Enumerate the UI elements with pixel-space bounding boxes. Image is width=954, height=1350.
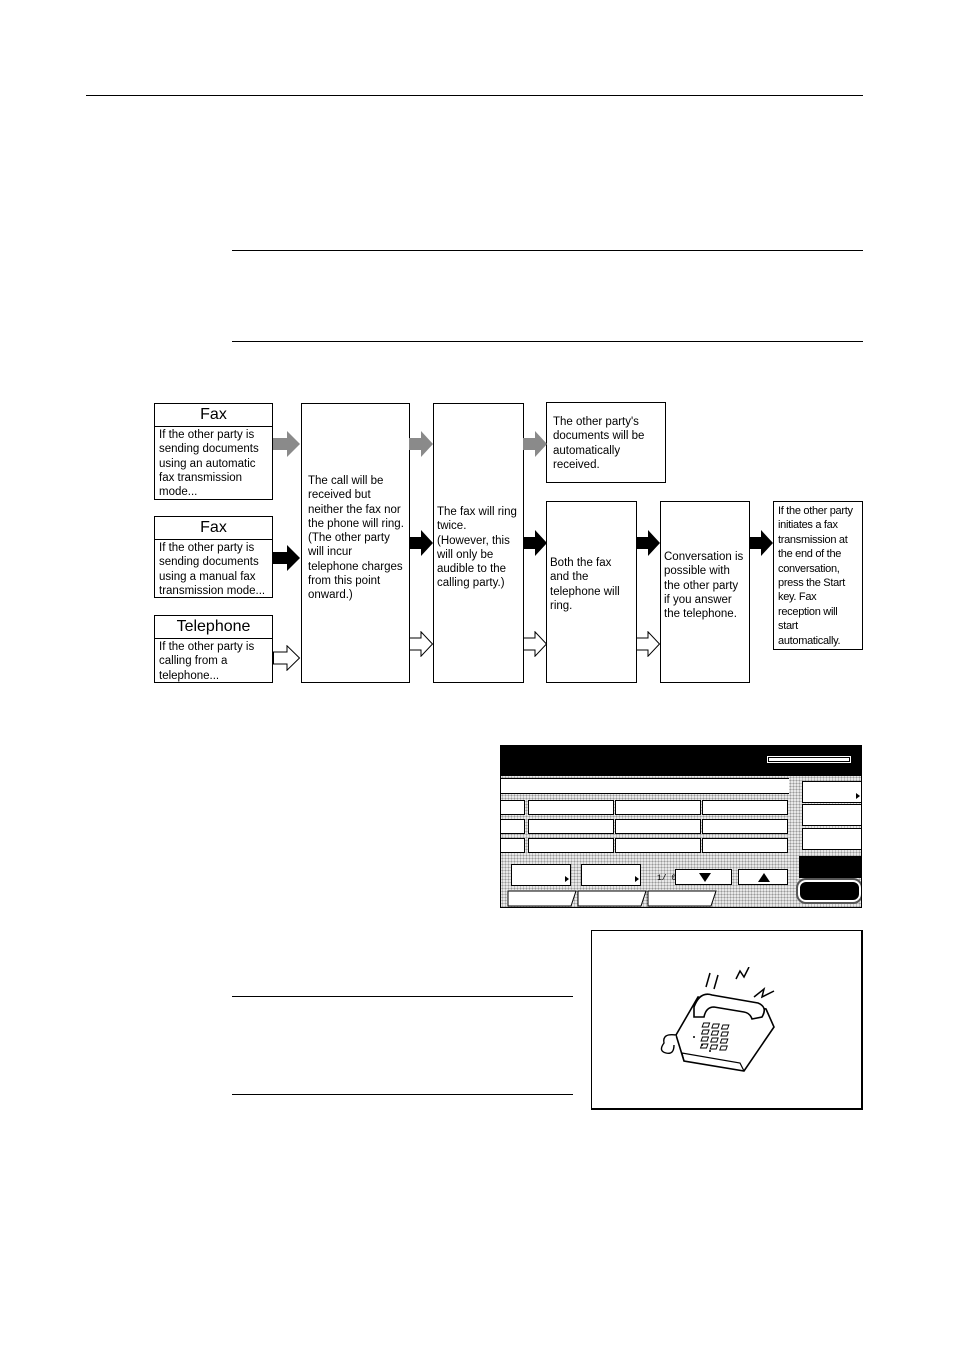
address-key[interactable] [528, 838, 614, 853]
address-key[interactable] [702, 819, 788, 834]
side-key-3[interactable] [802, 828, 862, 850]
address-key[interactable] [528, 819, 614, 834]
telephone-illustration [591, 930, 863, 1110]
step-text: Conversation is possible with the other … [664, 550, 745, 621]
address-key[interactable] [528, 800, 614, 815]
side-key-2[interactable] [802, 804, 862, 826]
arrow-manual-4 [636, 530, 664, 556]
page-up-button[interactable] [738, 869, 788, 885]
address-key[interactable] [702, 838, 788, 853]
source-title: Telephone [155, 616, 272, 639]
source-text: If the other party is sending documents … [159, 428, 270, 499]
tab-1[interactable] [507, 890, 577, 907]
up-triangle-icon [758, 873, 770, 883]
address-key[interactable] [500, 800, 525, 815]
on-hook-key[interactable] [798, 880, 861, 902]
step-box-both-ring: Both the fax and the telephone will ring… [546, 501, 637, 683]
note2-rule-bottom [232, 1094, 573, 1095]
step-text: The fax will ring twice. (However, this … [437, 505, 519, 591]
arrow-automatic-1 [273, 431, 301, 457]
address-key[interactable] [615, 800, 701, 815]
step-box-conversation: Conversation is possible with the other … [660, 501, 750, 683]
side-key-4[interactable] [799, 856, 861, 878]
step-box-fax-rings-twice: The fax will ring twice. (However, this … [433, 403, 524, 683]
arrow-manual-3 [523, 530, 551, 556]
source-text: If the other party is sending documents … [159, 541, 270, 598]
note2-rule-top [232, 996, 573, 997]
side-key-1[interactable] [802, 781, 862, 803]
step-text: The other party's documents will be auto… [553, 415, 661, 472]
down-triangle-icon [699, 873, 711, 883]
arrow-automatic-2 [409, 431, 437, 457]
panel-title-bar [501, 746, 862, 776]
step-box-call-received: The call will be received but neither th… [301, 403, 410, 683]
note-rule-bottom [232, 341, 863, 342]
step-text: The call will be received but neither th… [308, 474, 405, 603]
address-key[interactable] [615, 838, 701, 853]
arrow-automatic-3 [523, 431, 551, 457]
arrow-telephone-1 [273, 645, 301, 671]
arrow-manual-1 [273, 545, 301, 571]
page-down-button[interactable] [675, 869, 732, 885]
source-text: If the other party is calling from a tel… [159, 640, 270, 683]
bottom-key-1[interactable] [511, 864, 571, 886]
source-box-fax-manual: Fax If the other party is sending docume… [154, 516, 273, 598]
arrow-telephone-2 [409, 631, 437, 657]
ringing-telephone-icon [654, 967, 804, 1077]
arrow-telephone-3 [523, 631, 551, 657]
step-box-press-start: If the other party initiates a fax trans… [773, 501, 863, 650]
note-rule-top [232, 250, 863, 251]
panel-title-field [767, 756, 851, 763]
source-title: Fax [155, 517, 272, 540]
address-key[interactable] [500, 819, 525, 834]
arrow-manual-5 [749, 530, 777, 556]
arrow-manual-2 [409, 530, 437, 556]
bottom-key-2[interactable] [581, 864, 641, 886]
step-text: If the other party initiates a fax trans… [778, 504, 858, 648]
address-key[interactable] [500, 838, 525, 853]
tab-3[interactable] [647, 890, 717, 907]
source-box-fax-automatic: Fax If the other party is sending docume… [154, 403, 273, 500]
destination-input-bar [501, 778, 789, 794]
tab-2[interactable] [577, 890, 647, 907]
step-text: Both the fax and the telephone will ring… [550, 556, 632, 613]
header-rule [86, 95, 863, 96]
step-box-auto-received: The other party's documents will be auto… [546, 402, 666, 483]
address-key[interactable] [615, 819, 701, 834]
operation-panel: 1/ 04 [500, 745, 862, 908]
source-box-telephone: Telephone If the other party is calling … [154, 615, 273, 683]
address-key[interactable] [702, 800, 788, 815]
arrow-telephone-4 [636, 631, 664, 657]
source-title: Fax [155, 404, 272, 427]
